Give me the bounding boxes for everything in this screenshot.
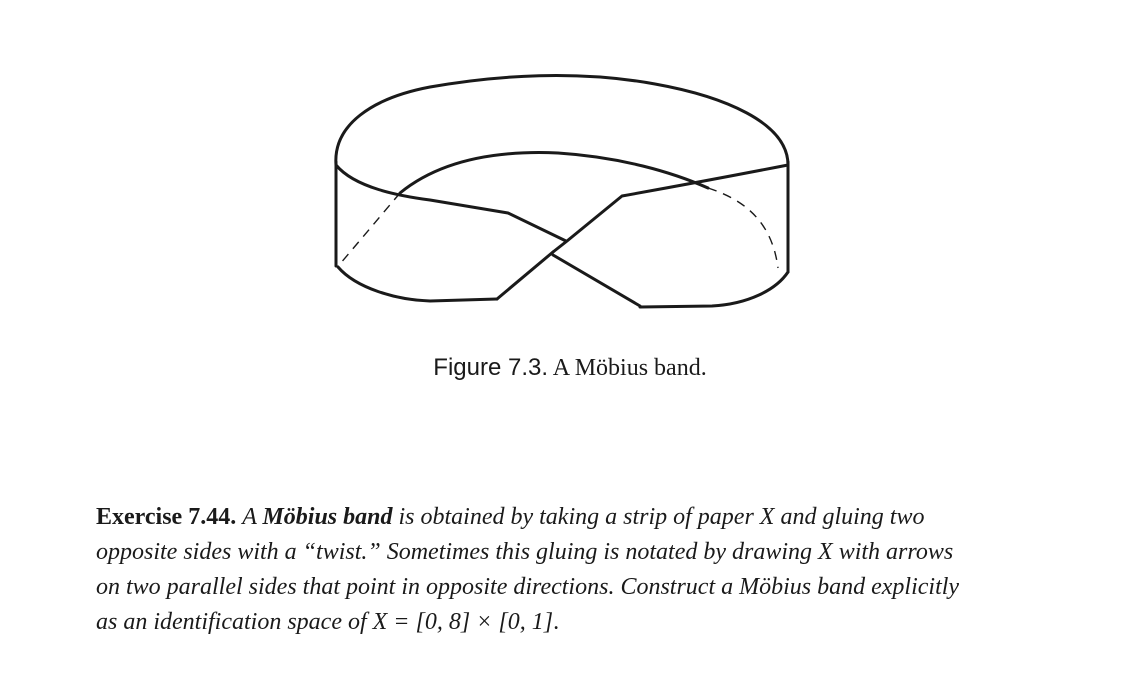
band-twist-lower-right — [551, 253, 642, 308]
figure-caption-text: A Möbius band. — [552, 355, 707, 381]
exercise-line-1-end: is obtained by taking a strip of paper X… — [392, 504, 925, 530]
exercise-line-1: Exercise 7.44. A Möbius band is obtained… — [96, 500, 1056, 535]
band-twist-lower-left — [495, 250, 555, 301]
figure-label: Figure 7.3. — [433, 354, 549, 381]
band-left-front-edge — [334, 163, 568, 243]
exercise-line-4: as an identification space of X = [0, 8]… — [96, 605, 1056, 640]
exercise-line-2: opposite sides with a “twist.” Sometimes… — [96, 539, 954, 565]
mobius-band-figure — [334, 74, 790, 309]
exercise-line-1-start: A — [242, 504, 263, 530]
band-outer-edge — [334, 74, 790, 167]
exercise-term: Möbius band — [262, 504, 393, 530]
band-bottom-left-edge — [336, 265, 499, 303]
exercise-line-4-end: . — [553, 609, 560, 635]
band-hidden-right-edge — [707, 187, 779, 269]
exercise-line-3: on two parallel sides that point in oppo… — [96, 574, 960, 600]
exercise-label: Exercise 7.44. — [96, 504, 237, 530]
exercise-block: Exercise 7.44. A Möbius band is obtained… — [96, 500, 1056, 640]
band-bottom-right-edge — [638, 270, 790, 309]
exercise-formula: X = [0, 8] × [0, 1] — [372, 609, 554, 635]
figure-caption: Figure 7.3. A Möbius band. — [0, 354, 1140, 382]
band-right-front-edge — [551, 163, 790, 254]
band-inner-edge — [398, 151, 710, 195]
exercise-line-4-start: as an identification space of — [96, 609, 373, 635]
band-hidden-left-edge — [339, 192, 401, 265]
